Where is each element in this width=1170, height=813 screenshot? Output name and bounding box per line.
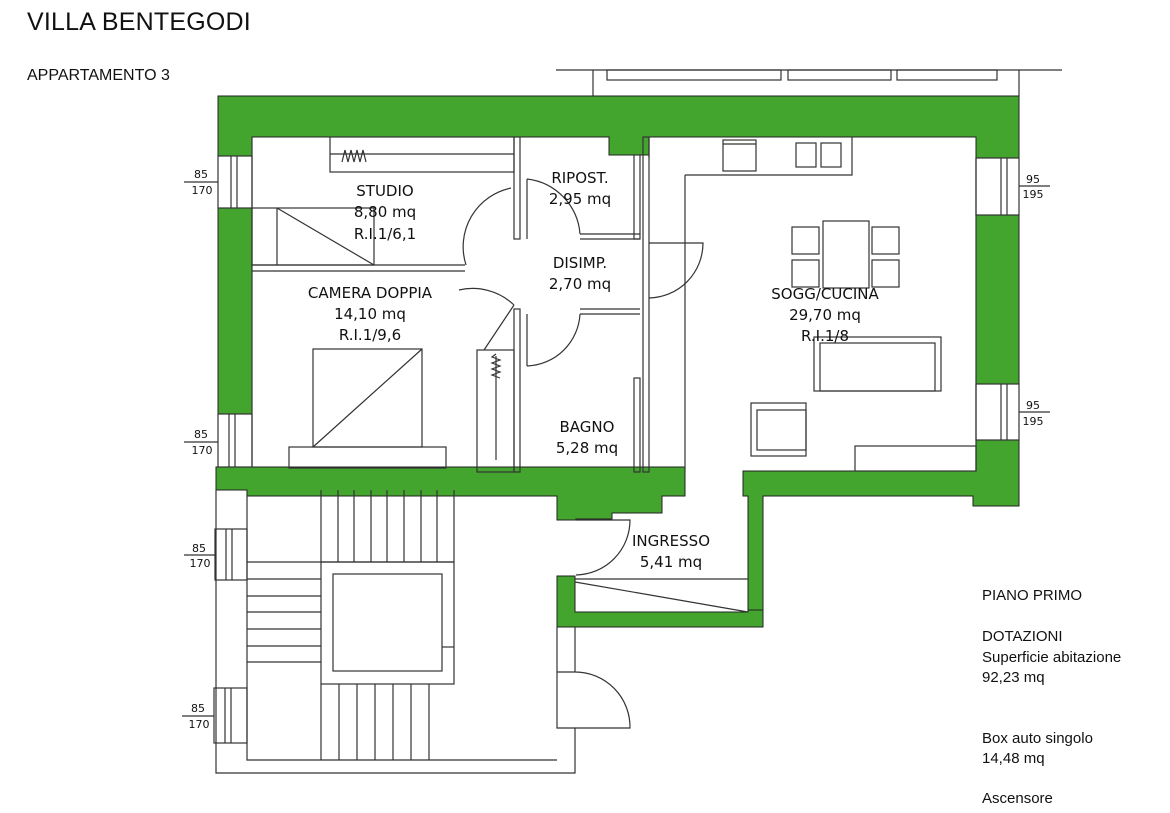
window-dim-5: 95 195 [1019, 173, 1050, 201]
window-height: 195 [1023, 415, 1044, 428]
balcony [556, 69, 1062, 96]
surface-value: 92,23 mq [982, 669, 1045, 686]
room-name: STUDIO [356, 182, 413, 200]
room-area: 2,95 mq [549, 190, 611, 208]
room-area: 14,10 mq [334, 305, 406, 323]
room-disimpegno: DISIMP. 2,70 mq [549, 254, 611, 293]
room-name: SOGG/CUCINA [771, 285, 879, 303]
room-name: INGRESSO [632, 532, 710, 550]
stairwell [215, 490, 631, 774]
surface-label: Superficie abitazione [982, 649, 1122, 666]
window-height: 195 [1023, 188, 1044, 201]
room-area: 5,41 mq [640, 553, 702, 571]
garage-label: Box auto singolo [982, 730, 1093, 747]
apartment-label: APPARTAMENTO 3 [27, 67, 170, 84]
floor-label: PIANO PRIMO [982, 587, 1083, 604]
room-bagno: BAGNO 5,28 mq [556, 418, 618, 457]
window-height: 170 [192, 444, 213, 457]
room-name: CAMERA DOPPIA [308, 284, 433, 302]
elevator-label: Ascensore [982, 790, 1053, 807]
room-area: 5,28 mq [556, 439, 618, 457]
window-dim-3: 85 170 [184, 542, 215, 570]
room-ri: R.I.1/8 [801, 327, 849, 345]
window-height: 170 [192, 184, 213, 197]
room-name: DISIMP. [553, 254, 607, 272]
window-height: 170 [190, 557, 211, 570]
ingresso-details [574, 519, 749, 613]
window-width: 85 [192, 542, 206, 555]
window-width: 85 [194, 168, 208, 181]
room-camera-doppia: CAMERA DOPPIA 14,10 mq R.I.1/9,6 [308, 284, 433, 344]
room-ri: R.I.1/6,1 [354, 225, 416, 243]
window-width: 95 [1026, 399, 1040, 412]
window-dim-1: 85 170 [184, 168, 218, 197]
room-studio: STUDIO 8,80 mq R.I.1/6,1 [354, 182, 416, 243]
window-height: 170 [189, 718, 210, 731]
partitions [251, 136, 977, 473]
room-name: RIPOST. [551, 169, 608, 187]
window-width: 85 [191, 702, 205, 715]
window-dim-4: 85 170 [182, 702, 214, 731]
window-dim-2: 85 170 [184, 428, 218, 457]
room-area: 29,70 mq [789, 306, 861, 324]
room-area: 2,70 mq [549, 275, 611, 293]
room-name: BAGNO [560, 418, 615, 436]
room-ripostiglio: RIPOST. 2,95 mq [549, 169, 611, 208]
room-ingresso: INGRESSO 5,41 mq [632, 532, 710, 571]
room-area: 8,80 mq [354, 203, 416, 221]
plan-title: VILLA BENTEGODI [27, 8, 251, 36]
garage-value: 14,48 mq [982, 750, 1045, 767]
window-width: 95 [1026, 173, 1040, 186]
walls [215, 95, 1020, 628]
window-dim-6: 95 195 [1019, 399, 1050, 428]
room-soggiorno-cucina: SOGG/CUCINA 29,70 mq R.I.1/8 [771, 285, 879, 345]
dotazioni-heading: DOTAZIONI [982, 628, 1063, 645]
room-ri: R.I.1/9,6 [339, 326, 401, 344]
window-width: 85 [194, 428, 208, 441]
